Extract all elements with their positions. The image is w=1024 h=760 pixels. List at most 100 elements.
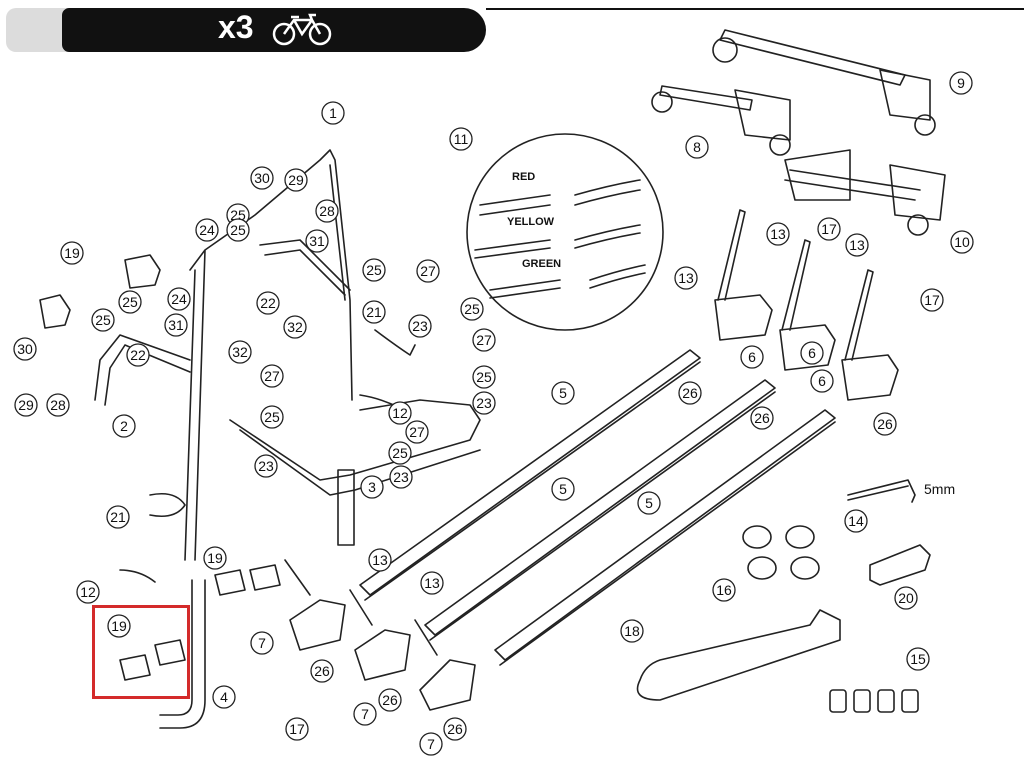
callout-circle — [260, 405, 284, 429]
callout-circle — [118, 290, 142, 314]
part-number: 23 — [258, 458, 274, 474]
part-callout-25: 25 — [91, 308, 115, 332]
callout-circle — [472, 365, 496, 389]
part-callout-26: 26 — [678, 381, 702, 405]
part-callout-12: 12 — [76, 580, 100, 604]
part-callout-27: 27 — [405, 420, 429, 444]
part-number: 29 — [288, 172, 304, 188]
callout-circle — [315, 199, 339, 223]
part-callout-13: 13 — [674, 266, 698, 290]
callout-circle — [106, 505, 130, 529]
part-number: 26 — [382, 692, 398, 708]
callout-circle — [256, 291, 280, 315]
callout-circle — [285, 717, 309, 741]
part-callout-10: 10 — [950, 230, 974, 254]
part-callout-31: 31 — [305, 229, 329, 253]
strap-color-green: GREEN — [522, 258, 561, 270]
strap-18 — [636, 609, 841, 701]
callout-circle — [472, 391, 496, 415]
part-number: 32 — [232, 344, 248, 360]
part-number: 26 — [877, 416, 893, 432]
callout-circle — [14, 393, 38, 417]
part-number: 7 — [427, 736, 435, 752]
part-number: 24 — [199, 222, 215, 238]
part-number: 1 — [329, 105, 337, 121]
part-number: 25 — [366, 262, 382, 278]
part-callout-23: 23 — [408, 314, 432, 338]
rubber-pad — [785, 525, 815, 549]
part-number: 26 — [682, 385, 698, 401]
callout-circle — [845, 233, 869, 257]
clamp-bar-8 — [659, 85, 753, 111]
part-number: 26 — [314, 663, 330, 679]
wheel-holder-6-a — [714, 209, 773, 341]
callout-circle — [800, 341, 824, 365]
part-number: 16 — [716, 582, 732, 598]
part-callout-13: 13 — [845, 233, 869, 257]
part-number: 25 — [230, 207, 246, 223]
callout-circle — [920, 288, 944, 312]
part-callout-26: 26 — [443, 717, 467, 741]
callout-circle — [167, 287, 191, 311]
callout-circle — [810, 369, 834, 393]
part-callout-32: 32 — [228, 340, 252, 364]
part-callout-9: 9 — [949, 71, 973, 95]
part-callout-23: 23 — [472, 391, 496, 415]
rubber-pad — [790, 556, 820, 580]
callout-circle — [76, 580, 100, 604]
clamp-bar-10 — [784, 169, 921, 201]
callout-circle — [894, 586, 918, 610]
part-number: 25 — [464, 301, 480, 317]
post-part-3 — [337, 469, 355, 546]
part-callout-7: 7 — [353, 702, 377, 726]
part-number: 27 — [476, 332, 492, 348]
callout-circle — [551, 381, 575, 405]
part-number: 27 — [420, 263, 436, 279]
callout-circle — [164, 313, 188, 337]
part-number: 32 — [287, 319, 303, 335]
part-number: 22 — [260, 295, 276, 311]
callout-circle — [228, 340, 252, 364]
hex-key — [847, 479, 916, 503]
part-number: 9 — [957, 75, 965, 91]
part-number: 26 — [754, 410, 770, 426]
callout-circle — [126, 343, 150, 367]
part-callout-24: 24 — [167, 287, 191, 311]
part-callout-20: 20 — [894, 586, 918, 610]
part-callout-24: 24 — [195, 218, 219, 242]
callout-circle — [368, 548, 392, 572]
wheel-holder-6-b — [779, 239, 836, 371]
part-number: 23 — [412, 318, 428, 334]
callout-circle — [353, 702, 377, 726]
part-number: 5 — [559, 481, 567, 497]
callout-circle — [712, 578, 736, 602]
part-number: 5 — [559, 385, 567, 401]
part-number: 15 — [910, 651, 926, 667]
rail-5-b — [424, 379, 776, 636]
part-callout-27: 27 — [260, 364, 284, 388]
part-callout-16: 16 — [712, 578, 736, 602]
callout-circle — [950, 230, 974, 254]
part-number: 13 — [424, 575, 440, 591]
part-callout-29: 29 — [284, 168, 308, 192]
part-callout-8: 8 — [685, 135, 709, 159]
part-callout-17: 17 — [285, 717, 309, 741]
part-callout-25: 25 — [472, 365, 496, 389]
callout-circle — [419, 732, 443, 756]
part-number: 26 — [447, 721, 463, 737]
callout-circle — [388, 441, 412, 465]
part-callout-28: 28 — [46, 393, 70, 417]
callout-circle — [254, 454, 278, 478]
part-callout-22: 22 — [256, 291, 280, 315]
callout-circle — [360, 475, 384, 499]
part-callout-5: 5 — [551, 477, 575, 501]
buckle — [901, 689, 919, 713]
part-number: 6 — [818, 373, 826, 389]
callout-circle — [203, 546, 227, 570]
part-callout-27: 27 — [416, 259, 440, 283]
part-number: 27 — [264, 368, 280, 384]
part-callout-29: 29 — [14, 393, 38, 417]
part-number: 31 — [168, 317, 184, 333]
callout-circle — [460, 297, 484, 321]
hex-key-size: 5mm — [924, 481, 955, 497]
